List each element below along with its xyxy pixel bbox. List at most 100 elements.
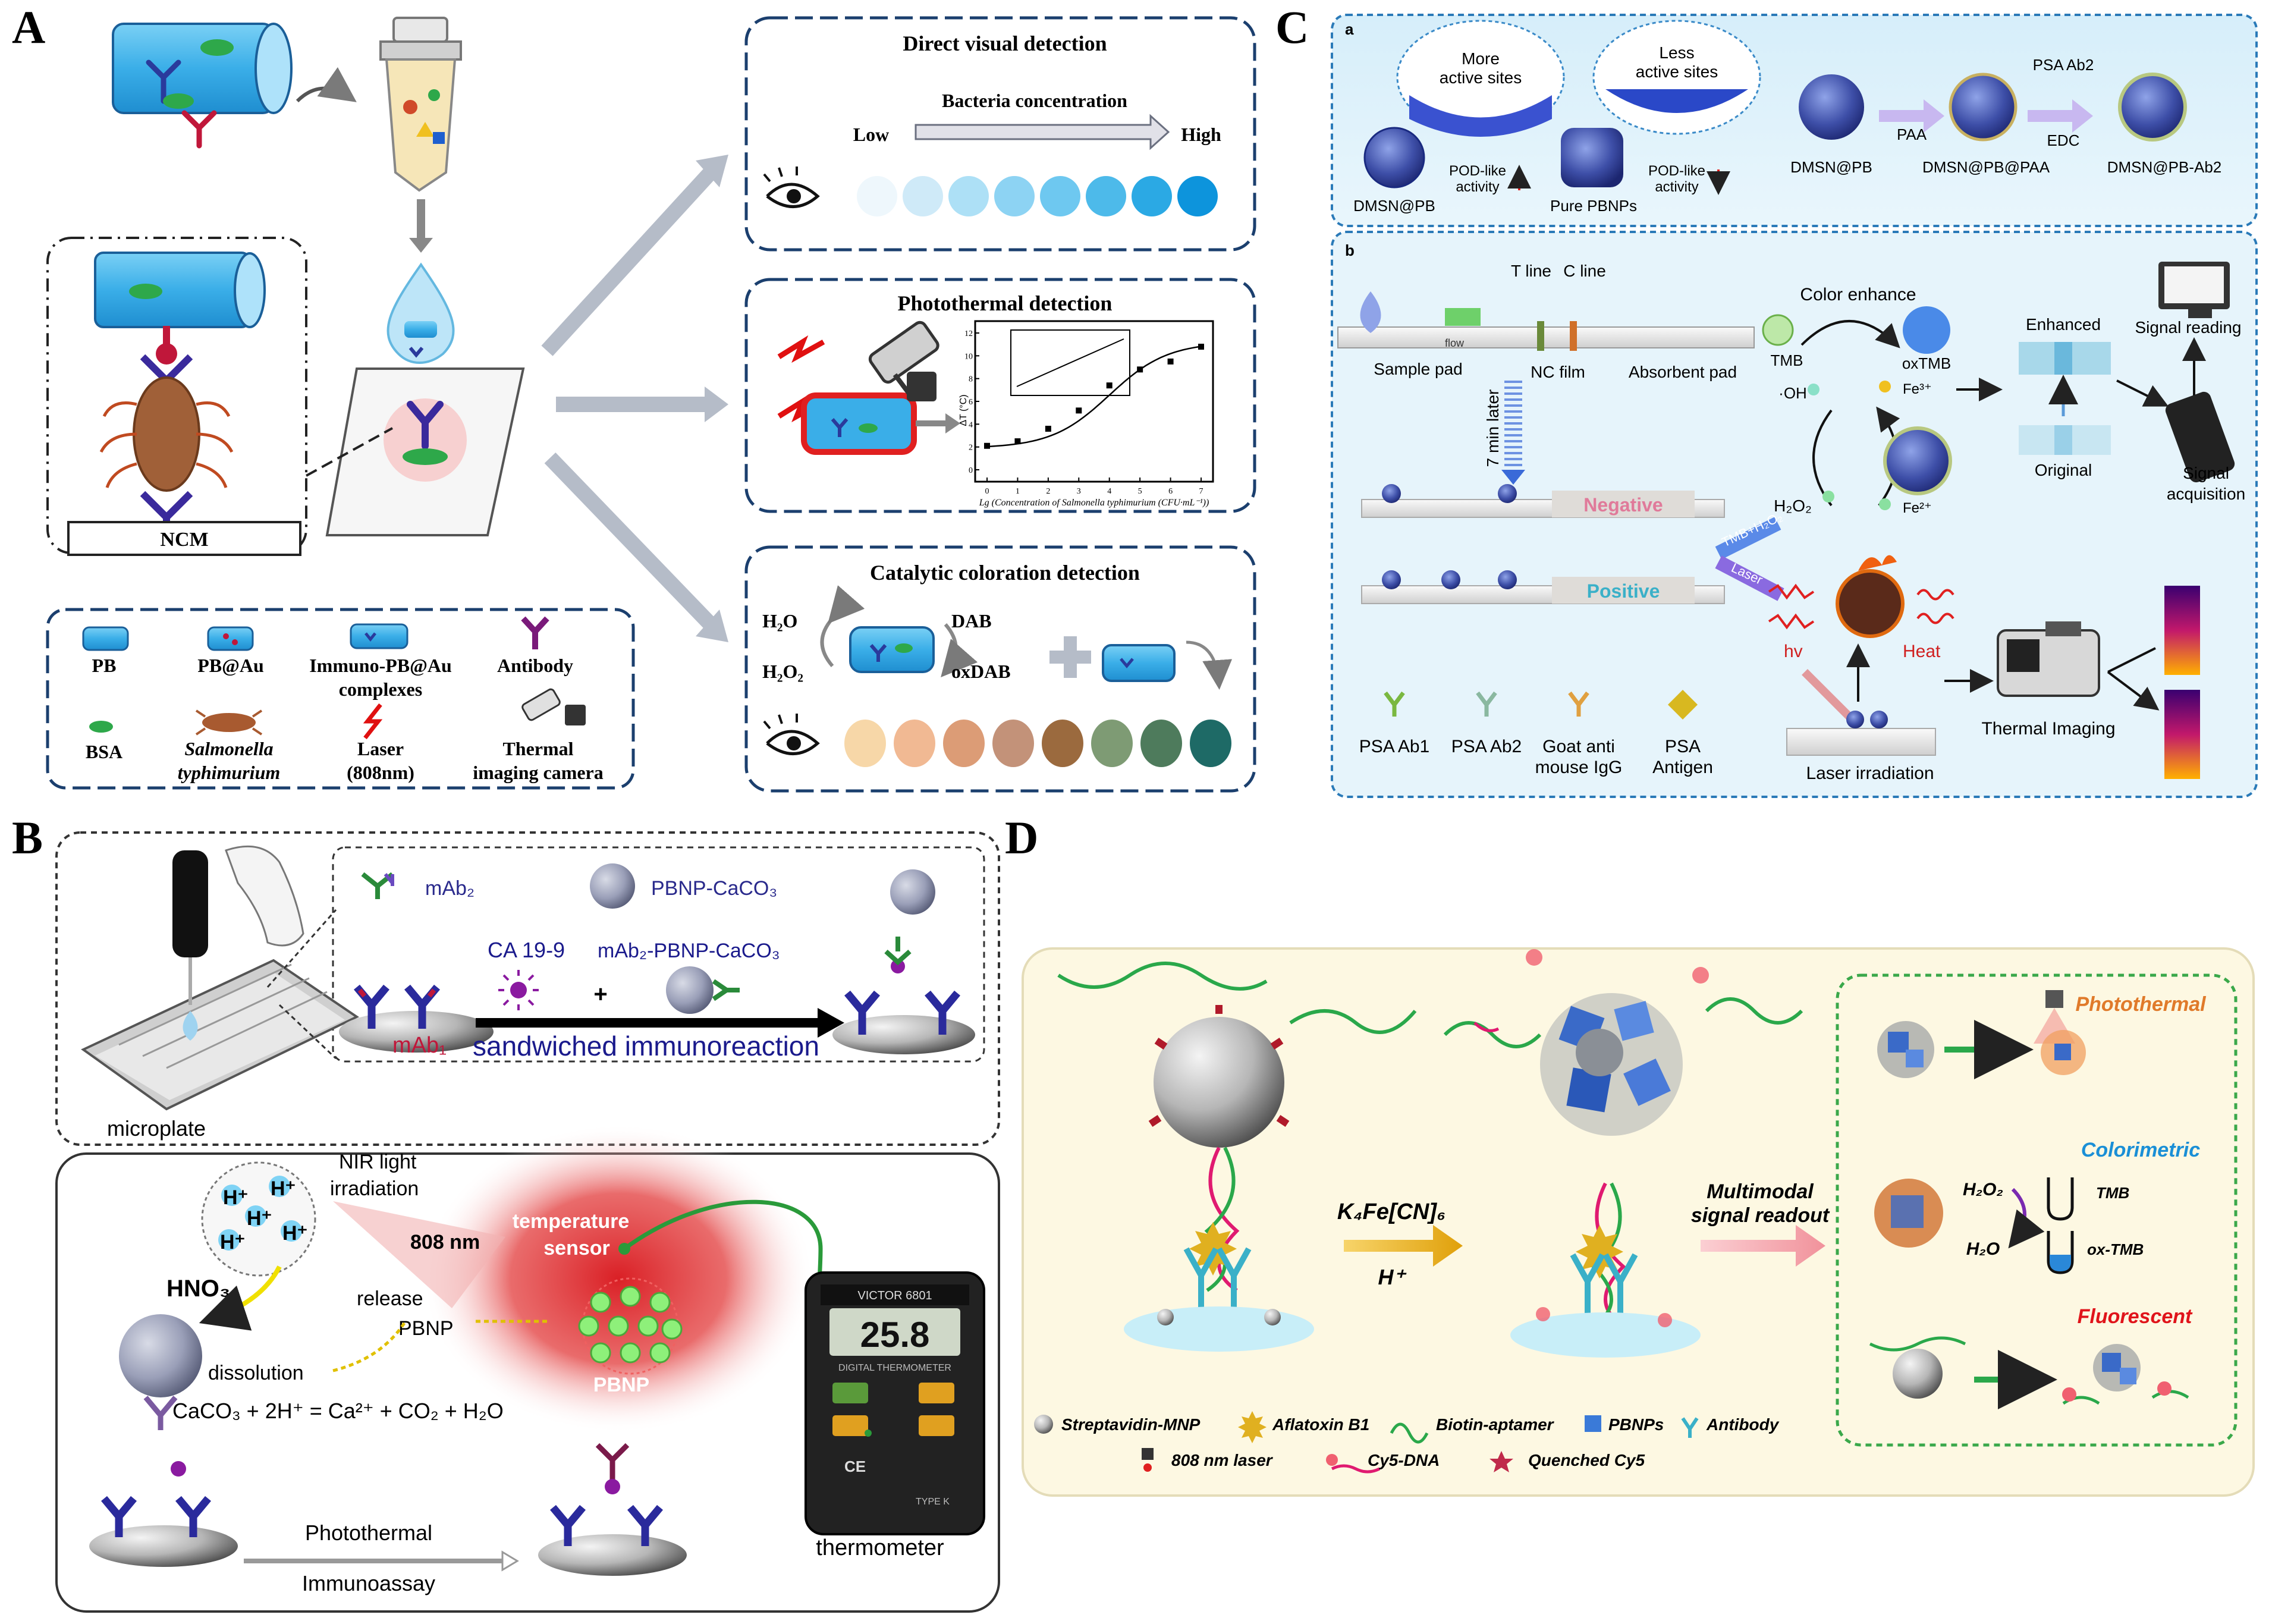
nir-label-2: irradiation [330, 1177, 419, 1200]
photothermal-label: Photothermal [305, 1521, 432, 1545]
panel-a-letter: A [12, 1, 45, 53]
legend-salmonella-1: Salmonella [184, 738, 273, 759]
pod-label-1: POD-like [1449, 163, 1506, 179]
color-enhance-label: Color enhance [1800, 285, 1916, 304]
d-hplus-label: H⁺ [1378, 1265, 1407, 1289]
x-tick-label-3: 3 [1077, 487, 1081, 496]
thermo-btn-2[interactable] [919, 1383, 954, 1403]
thermal-image-1 [2164, 586, 2200, 675]
nir-label-1: NIR light [339, 1151, 417, 1173]
paa-label: PAA [1897, 125, 1927, 143]
signal-acq-2: acquisition [2167, 485, 2245, 503]
pod-label-2: activity [1456, 179, 1499, 195]
color-swatch-7 [1140, 720, 1182, 767]
catalytic-h2o: H₂O [762, 610, 797, 632]
x-tick-label-0: 0 [985, 487, 989, 496]
concentration-dot-1 [857, 176, 897, 216]
legend-d: Streptavidin-MNP Aflatoxin B1 Biotin-apt… [1034, 1411, 1780, 1474]
panel-a: A [12, 1, 1256, 793]
d-tmb-label: TMB [2096, 1184, 2129, 1202]
pbnp-particle-7 [661, 1318, 683, 1340]
pbnp-particle-5 [608, 1315, 629, 1337]
concentration-dot-2 [903, 176, 943, 216]
pbnp-particle-8 [590, 1342, 611, 1364]
legend-camera-2: imaging camera [473, 762, 604, 783]
legend-pb: PB [92, 655, 117, 676]
eye-icon-a1 [763, 167, 820, 208]
hv-label: hv [1784, 642, 1803, 661]
y-tick-label-2: 2 [969, 444, 973, 453]
multi-label-1: Multimodal [1707, 1180, 1814, 1203]
hplus-5: H⁺ [282, 1222, 308, 1245]
y-tick-label-6: 6 [969, 398, 973, 407]
x-tick-label-7: 7 [1199, 487, 1203, 496]
legend-goat-2: mouse IgG [1535, 758, 1623, 777]
readout-colorimetric: Colorimetric H₂O₂ H₂O TMB ox-TMB [1874, 1139, 2200, 1274]
release-1: release [357, 1287, 423, 1310]
color-swatch-4 [992, 720, 1034, 767]
direct-low: Low [853, 124, 889, 145]
readout-arrow [1701, 1225, 1825, 1267]
pod-label-3: POD-like [1648, 163, 1705, 179]
data-point-8 [1198, 344, 1204, 350]
pbnp-particle-3 [649, 1292, 671, 1313]
legend-psaab1: PSA Ab1 [1359, 737, 1429, 756]
released-complex [1443, 949, 1803, 1358]
legend-camera-1: Thermal [502, 738, 573, 759]
panel-c-b-tag: b [1345, 241, 1355, 259]
inset-sandwich: NCM [67, 252, 301, 556]
absorbent-label: Absorbent pad [1629, 363, 1737, 381]
h2o2-label-c: H₂O₂ [1774, 497, 1812, 515]
d-h2o2-label: H₂O₂ [1963, 1180, 2003, 1199]
legend-laser-1: Laser [357, 738, 404, 759]
thermo-btn-1[interactable] [832, 1383, 868, 1403]
pbnp-particle-2 [620, 1286, 641, 1307]
fit-curve [986, 345, 1202, 448]
dmsnpaa-label: DMSN@PB@PAA [1922, 158, 2050, 176]
more-label-1: More [1462, 49, 1500, 68]
y-tick-label-10: 10 [964, 352, 973, 361]
enhanced-label: Enhanced [2026, 315, 2101, 334]
panel-c-letter: C [1275, 1, 1309, 53]
pb-cylinder-heated [801, 392, 917, 455]
thermo-btn-3[interactable] [832, 1415, 868, 1436]
oh-label: ·OH [1778, 384, 1807, 402]
hplus-bubble: H⁺ H⁺ H⁺ H⁺ H⁺ [201, 1161, 316, 1277]
pure-pbnps-label: Pure PBNPs [1550, 197, 1637, 215]
x-tick-label-1: 1 [1016, 487, 1020, 496]
data-point-7 [1167, 358, 1174, 365]
pbnp-caco3-icon [590, 863, 635, 909]
panel-b: B microplate mAb₂ PBNP-CaCO₃ CA 19-9 mAb… [12, 812, 1000, 1613]
heat-glow [422, 1124, 815, 1433]
ca199-icon [498, 970, 539, 1010]
catalytic-oxdab: oxDAB [951, 661, 1011, 682]
legend-smnp: Streptavidin-MNP [1061, 1415, 1201, 1434]
thermo-btn-4[interactable] [919, 1415, 954, 1436]
arrow-to-tube [296, 67, 357, 103]
thermal-camera-c [1997, 621, 2100, 697]
more-label-2: active sites [1440, 68, 1522, 87]
less-label-2: active sites [1636, 62, 1718, 81]
signal-reading-label: Signal reading [2135, 318, 2241, 337]
color-swatch-2 [894, 720, 935, 767]
y-tick-label-12: 12 [964, 329, 973, 338]
panel-d-box [1022, 947, 2255, 1497]
color-swatches [844, 720, 1231, 767]
nanozyme-sphere [1883, 426, 1952, 495]
legend-biotin: Biotin-aptamer [1436, 1415, 1555, 1434]
dmsnpb-label-a: DMSN@PB [1353, 197, 1435, 215]
color-swatch-5 [1042, 720, 1083, 767]
legend-goat-1: Goat anti [1542, 737, 1615, 756]
readout-box [1836, 973, 2238, 1447]
sample-drop [386, 262, 455, 364]
photothermal-chart: ΔT (°C) Lg (Concentration of Salmonella … [959, 320, 1214, 508]
concentration-dot-5 [1040, 176, 1080, 216]
data-point-5 [1106, 382, 1113, 389]
panel-b-reaction-box [332, 846, 985, 1063]
pipette-hand [172, 845, 304, 1041]
photothermal-box [744, 278, 1256, 513]
panel-b-letter: B [12, 812, 43, 863]
thermometer-ce: CE [844, 1457, 866, 1475]
microplate-label: microplate [107, 1116, 206, 1141]
